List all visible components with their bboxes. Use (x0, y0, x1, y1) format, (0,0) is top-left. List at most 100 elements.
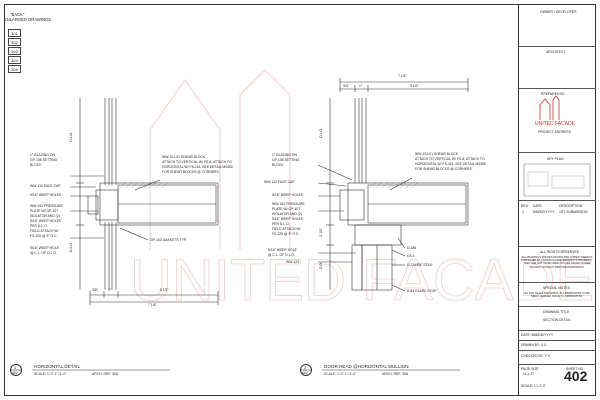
tb-notes-text: DO NOT SCALE DRAWINGS. ALL DIMENSIONS TO… (524, 292, 590, 299)
detail-2-do: D.O. (319, 262, 323, 269)
detail-1-hatch (119, 181, 169, 189)
detail-1-scale: SCALE: 1'-0" 1"=1'-0" (34, 372, 67, 376)
detail-1-arch-ref: ARCH. REF: 30A (92, 372, 119, 376)
detail-1-label-weep: 5/16" WEEP HOLES (30, 193, 62, 197)
detail-1-dim: 1" (108, 288, 112, 292)
detail-2-label-glazing: 1" GLAZING ON (272, 153, 297, 157)
tb-divider (518, 350, 596, 351)
detail-2-dlo: D.L.O. (319, 128, 323, 138)
tb-drawing-title: SECTION DETAIL (543, 318, 571, 322)
detail-1-dlo: D.L.O. (69, 132, 73, 142)
detail-2-label-pressure: PER D.L.O. (272, 222, 290, 226)
detail-1-label-weep-cl: @ C.L. OF D.L.O. (30, 251, 57, 255)
tb-divider (518, 306, 596, 307)
detail-2-dim: 5 1/2" (410, 84, 419, 88)
tb-architect: ARCHITECT (546, 50, 566, 54)
detail-2-label-pressure: WW-162 PRESSURE (272, 202, 305, 206)
tb-rev-header: REV (521, 204, 528, 208)
detail-2-dim: 1" (359, 84, 363, 88)
detail-2-label-shear: FOR SHEAR BLOCKS @ CORNERS. (415, 167, 473, 171)
detail-1-label-pressure: ISOLATOR AND (2) (30, 214, 60, 218)
detail-1-dim: 7 1/4" (148, 303, 157, 307)
detail-2-scale: SCALE: 1'-0" 1"=1'-0" (324, 372, 357, 376)
detail-1-label-weep-cl: 5/16" WEEP HOLE (30, 246, 59, 250)
ref-item[interactable]: 305 (8, 65, 21, 73)
detail-1-title: HORIZONTAL DETAIL (34, 364, 81, 369)
detail-2-label-pressure: FS-325 @ 9" O.C. (272, 232, 300, 236)
tb-divider (518, 152, 596, 153)
tb-page-size-label: PAGE SIZE (521, 367, 539, 371)
tb-rights-title: ALL RIGHTS RESERVED (540, 250, 580, 254)
tb-divider (518, 282, 596, 283)
ref-item[interactable]: 303 (8, 47, 21, 55)
tb-rev-cell: MM/DD/YYYY (533, 210, 555, 214)
detail-1-sheet: 402 (12, 371, 18, 375)
tb-checked-by: CHECKED BY: Y.Y. (521, 354, 551, 358)
detail-2-label-d186: D-186 (407, 246, 417, 250)
tb-rev-cell: 2 (522, 210, 524, 214)
detail-1-label-glazing: GP-108 SETTING (30, 158, 58, 162)
tb-page-size: 11 x 17 (523, 372, 534, 376)
detail-1-drawing (70, 98, 219, 305)
ref-item[interactable]: 304 (8, 56, 21, 64)
tb-scale: SCALE: 1"=1'-0" (521, 384, 546, 388)
tb-sheet-no-label: SHEET NO. (566, 367, 585, 371)
detail-1-label-shear: WW-101-01 SHEAR BLOCK (162, 155, 206, 159)
tb-divider (518, 46, 596, 47)
detail-2-label-d2: D-2 WIDE STILE (407, 263, 433, 267)
detail-2-label-pressure: PLATE W/ GP-107 (272, 207, 301, 211)
tb-sheet-no: 402 (564, 368, 588, 384)
detail-1-dim: 5 1/2" (160, 288, 169, 292)
ref-item[interactable]: 302 (8, 38, 21, 46)
detail-2-label-glazing: BLOCK (272, 163, 284, 167)
detail-2-label-ww123: WW-123 (286, 260, 300, 264)
detail-1-dlo-2: D.L.O. (69, 242, 73, 252)
ref-item[interactable]: 301 (8, 29, 21, 37)
tb-rev-cell: 1ST SUBMISSION (559, 210, 588, 214)
detail-2-hatch (369, 181, 419, 189)
detail-1-label-gasket: GP-103 GASKETS TYP. (150, 238, 187, 242)
tb-drawing-title-label: DRAWING TITLE (543, 310, 570, 314)
tb-project-address: PROJECT ADDRESS (538, 130, 571, 134)
detail-2-sheet: 402 (302, 371, 308, 375)
detail-1-label-pressure: 5/16" WEEP HOLES (30, 219, 62, 223)
detail-1-label-shear: ATTACH TO VERTICAL W/ FS-8, ATTACH TO (162, 160, 232, 164)
watermark-logo (149, 69, 291, 250)
detail-2-dim: 3/4" (343, 84, 349, 88)
detail-2-label-shear: WW-101-01 SHEAR BLOCK (415, 152, 459, 156)
tb-divider (518, 200, 596, 201)
detail-2-arch-ref: ARCH. REF: 30A (382, 372, 409, 376)
ref-table-title: "BACK" (10, 12, 25, 17)
tb-owner: OWNER / DEVELOPER (540, 10, 577, 14)
detail-1-number: 1 (14, 365, 17, 370)
detail-1-marker (10, 364, 22, 376)
detail-1-label-pressure: PLATE W/ GP-107 (30, 209, 59, 213)
detail-2-label-shear: ATTACH TO VERTICAL W/ FS-8, ATTACH TO (415, 157, 485, 161)
detail-2-label-pressure: 5/16" WEEP HOLES (272, 217, 304, 221)
detail-2-label-weep-cl: @ C.L. OF D.L.O. (268, 253, 295, 257)
detail-2-dim-2-12: 2 1/2" (319, 228, 323, 237)
tb-prepared-by: PREPARED BY (541, 92, 565, 96)
detail-1-label-pressure: PER D.L.O. (30, 224, 48, 228)
tb-divider (518, 246, 596, 247)
tb-divider (518, 330, 596, 331)
tb-company: UNITED FACADE (535, 121, 576, 127)
detail-1-label-shear: FOR SHEAR BLOCKS @ CORNERS. (162, 170, 220, 174)
detail-2-drawing (317, 78, 469, 292)
tb-rights-text: ALL DRAWINGS SPECIFICATIONS AND COPIES T… (521, 256, 593, 269)
detail-2-label-glass-stop: S-81 GLASS STOP (407, 289, 437, 293)
tb-divider (518, 364, 596, 365)
detail-2-label-weep-cl: 5/16" WEEP HOLE (268, 248, 297, 252)
detail-2-label-pressure: ISOLATOR AND (2) (272, 212, 302, 216)
detail-2-label-glazing: GP-108 SETTING (272, 158, 300, 162)
detail-2-label-ds1: DS-1 (407, 254, 415, 258)
detail-1-label-pressure: WW-162 PRESSURE (30, 204, 63, 208)
detail-2-title: DOOR HEAD @HORIZONTAL MULLION (324, 364, 409, 369)
detail-1-label-glazing: BLOCK (30, 163, 42, 167)
detail-2-marker (300, 364, 312, 376)
tb-divider (518, 340, 596, 341)
detail-2-label-weep: 5/16" WEEP HOLES (272, 193, 304, 197)
tb-key-plan: KEY PLAN (547, 157, 564, 161)
tb-rev-header: DESCRIPTION (559, 204, 583, 208)
